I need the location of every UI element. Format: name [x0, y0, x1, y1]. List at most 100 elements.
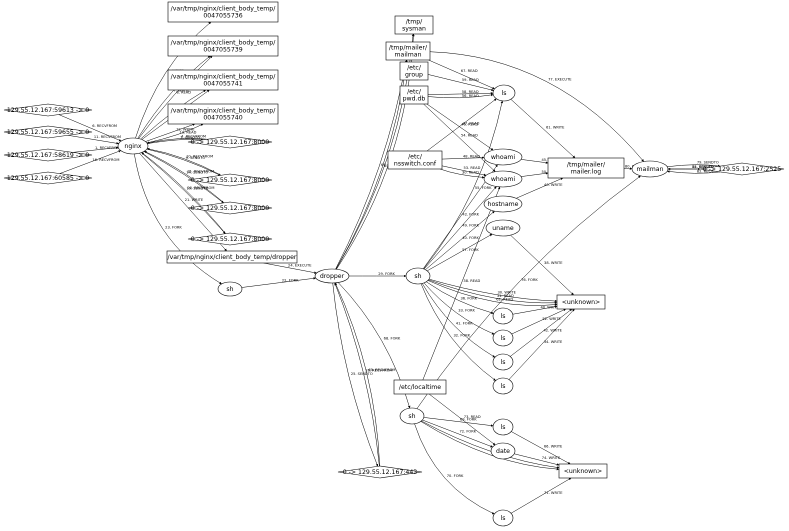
edge-label: 15. RECVFROM [187, 170, 214, 174]
edge-label: 1. RECVFROM [95, 146, 120, 150]
node-sysman[interactable]: /tmp/sysman [394, 15, 434, 35]
edge-label: 79. SENDTO [697, 161, 719, 165]
edge: 82. RECVFROM [667, 169, 724, 174]
edge-label: 6. RECVFROM [92, 124, 117, 128]
node-ls4[interactable]: ls [492, 353, 514, 371]
edge: 11. RECVFROM [67, 135, 121, 145]
edge: 9. SENDTO [146, 148, 221, 176]
node-ls7[interactable]: ls [492, 509, 514, 527]
node-ls5[interactable]: ls [492, 377, 514, 395]
edge-label: 42. WRITE [544, 328, 563, 332]
edge-label: 49. FORK [462, 224, 479, 228]
node-label: 0 -> 129.55.12.167:443 [343, 469, 418, 476]
node-label: 129.55.12.167:58619 -> 0 [7, 152, 89, 159]
node-f5736[interactable]: /var/tmp/nginx/client_body_temp/00470557… [167, 1, 279, 23]
node-ls6[interactable]: ls [492, 418, 514, 436]
node-nginx[interactable]: nginx [117, 137, 149, 155]
node-f5739[interactable]: /var/tmp/nginx/client_body_temp/00470557… [167, 35, 279, 57]
node-shape [187, 173, 273, 187]
edge-label: 54. READ [461, 133, 478, 137]
edge-line [667, 170, 721, 174]
edge: 1. RECVFROM [72, 146, 120, 153]
node-ls2[interactable]: ls [492, 307, 514, 325]
edge: 61. WRITE [510, 99, 576, 159]
edge: 76. FORK [416, 175, 641, 409]
edge-label: 67. READ [461, 69, 478, 73]
node-s59613[interactable]: 129.55.12.167:59613 -> 0 [3, 103, 93, 117]
edge-line [145, 123, 196, 142]
edge-label: 48. READ [463, 154, 480, 158]
edge-line [521, 172, 549, 177]
node-label: /var/tmp/nginx/client_body_temp/ [171, 40, 277, 47]
node-sh2[interactable]: sh [399, 407, 425, 425]
node-sh1[interactable]: sh [405, 267, 431, 285]
edge: 23. FORK [134, 153, 222, 285]
node-d8000c[interactable]: 0 -> 129.55.12.167:8000 [187, 201, 273, 215]
node-fdrop[interactable]: /var/tmp/nginx/client_body_temp/dropper [166, 250, 298, 264]
node-d8000d[interactable]: 0 -> 129.55.12.167:8000 [187, 232, 273, 246]
node-s59655[interactable]: 129.55.12.167:59655 -> 0 [3, 125, 93, 139]
edge-label: 55. FORK [475, 186, 492, 190]
node-mailman[interactable]: mailman [631, 160, 669, 178]
node-ls1[interactable]: ls [492, 84, 516, 102]
node-whoami1[interactable]: whoami [483, 148, 523, 166]
node-d2525[interactable]: 0 -> 129.55.12.167:2525 [699, 162, 785, 176]
node-localtime[interactable]: /etc/localtime [393, 379, 447, 395]
node-ls3[interactable]: ls [492, 329, 514, 347]
edge-label: 69. FORK [460, 418, 477, 422]
node-label: dropper [320, 273, 345, 280]
edge-line [427, 92, 494, 95]
node-pwddb[interactable]: /etc/pwd.db [399, 85, 429, 105]
node-maillog[interactable]: /tmp/mailer/mailer.log [547, 157, 625, 179]
node-shape [492, 329, 514, 347]
edge-label: 52. WRITE [542, 317, 561, 321]
node-nsswitch[interactable]: /etc/nsswitch.conf [387, 150, 443, 170]
node-shape [167, 69, 279, 91]
node-etcgroup[interactable]: /etc/group [399, 61, 429, 81]
node-whoami2[interactable]: whoami [483, 170, 523, 188]
node-label: 0 -> 129.55.12.167:8000 [191, 205, 269, 212]
edge-label: 22. FORK [282, 279, 299, 283]
edge: 40. WRITE [512, 305, 560, 315]
node-f5740[interactable]: /var/tmp/nginx/client_body_temp/00470557… [167, 103, 279, 125]
edge-label: 24. EXECUTE [288, 263, 312, 267]
edge-line [422, 186, 501, 381]
node-hostname[interactable]: hostname [483, 195, 523, 213]
edge: 26. RECVFROM [334, 282, 392, 467]
edge-label: 40. WRITE [540, 306, 559, 310]
edge: 54. READ [423, 103, 496, 172]
node-shape [393, 379, 447, 395]
edge: 29. FORK [349, 272, 407, 278]
node-f5741[interactable]: /var/tmp/nginx/client_body_temp/00470557… [167, 69, 279, 91]
edge-line [146, 138, 208, 144]
edge: 66. WRITE [511, 431, 571, 465]
edge-label: 57. FORK [462, 248, 479, 252]
node-d8000a[interactable]: 0 -> 129.55.12.167:8000 [187, 135, 273, 149]
node-d8000b[interactable]: 0 -> 129.55.12.167:8000 [187, 173, 273, 187]
node-uname[interactable]: uname [485, 219, 521, 237]
node-sh0[interactable]: sh [217, 281, 243, 297]
edge-line [422, 283, 496, 358]
node-label: 0047055739 [203, 47, 242, 54]
node-unk2[interactable]: <unknown> [558, 463, 608, 479]
edge-line [241, 277, 317, 288]
node-tmpmailer[interactable]: /tmp/mailer/mailman [385, 41, 431, 61]
node-s60585[interactable]: 129.55.12.167:60585 -> 0 [3, 171, 93, 185]
edge: 52. WRITE [511, 308, 567, 335]
node-date[interactable]: date [490, 442, 516, 460]
node-label: ls [501, 313, 506, 320]
edge: 7. WRITE [137, 55, 211, 139]
edge: 56. READ [427, 93, 494, 99]
node-label: 0 -> 129.55.12.167:8000 [191, 177, 269, 184]
node-s58619[interactable]: 129.55.12.167:58619 -> 0 [3, 148, 93, 162]
edge-label: 32. FORK [454, 334, 471, 338]
edge-line [441, 156, 485, 160]
node-dropper[interactable]: dropper [314, 268, 350, 284]
edge: 20. RECVFROM [141, 152, 226, 234]
node-d443[interactable]: 0 -> 129.55.12.167:443 [337, 465, 423, 479]
node-unk1[interactable]: <unknown> [556, 294, 606, 310]
node-label: 0047055741 [203, 81, 242, 88]
edge-label: 11. RECVFROM [94, 135, 121, 139]
edge-label: 74. WRITE [542, 456, 561, 460]
node-shape [483, 170, 523, 188]
